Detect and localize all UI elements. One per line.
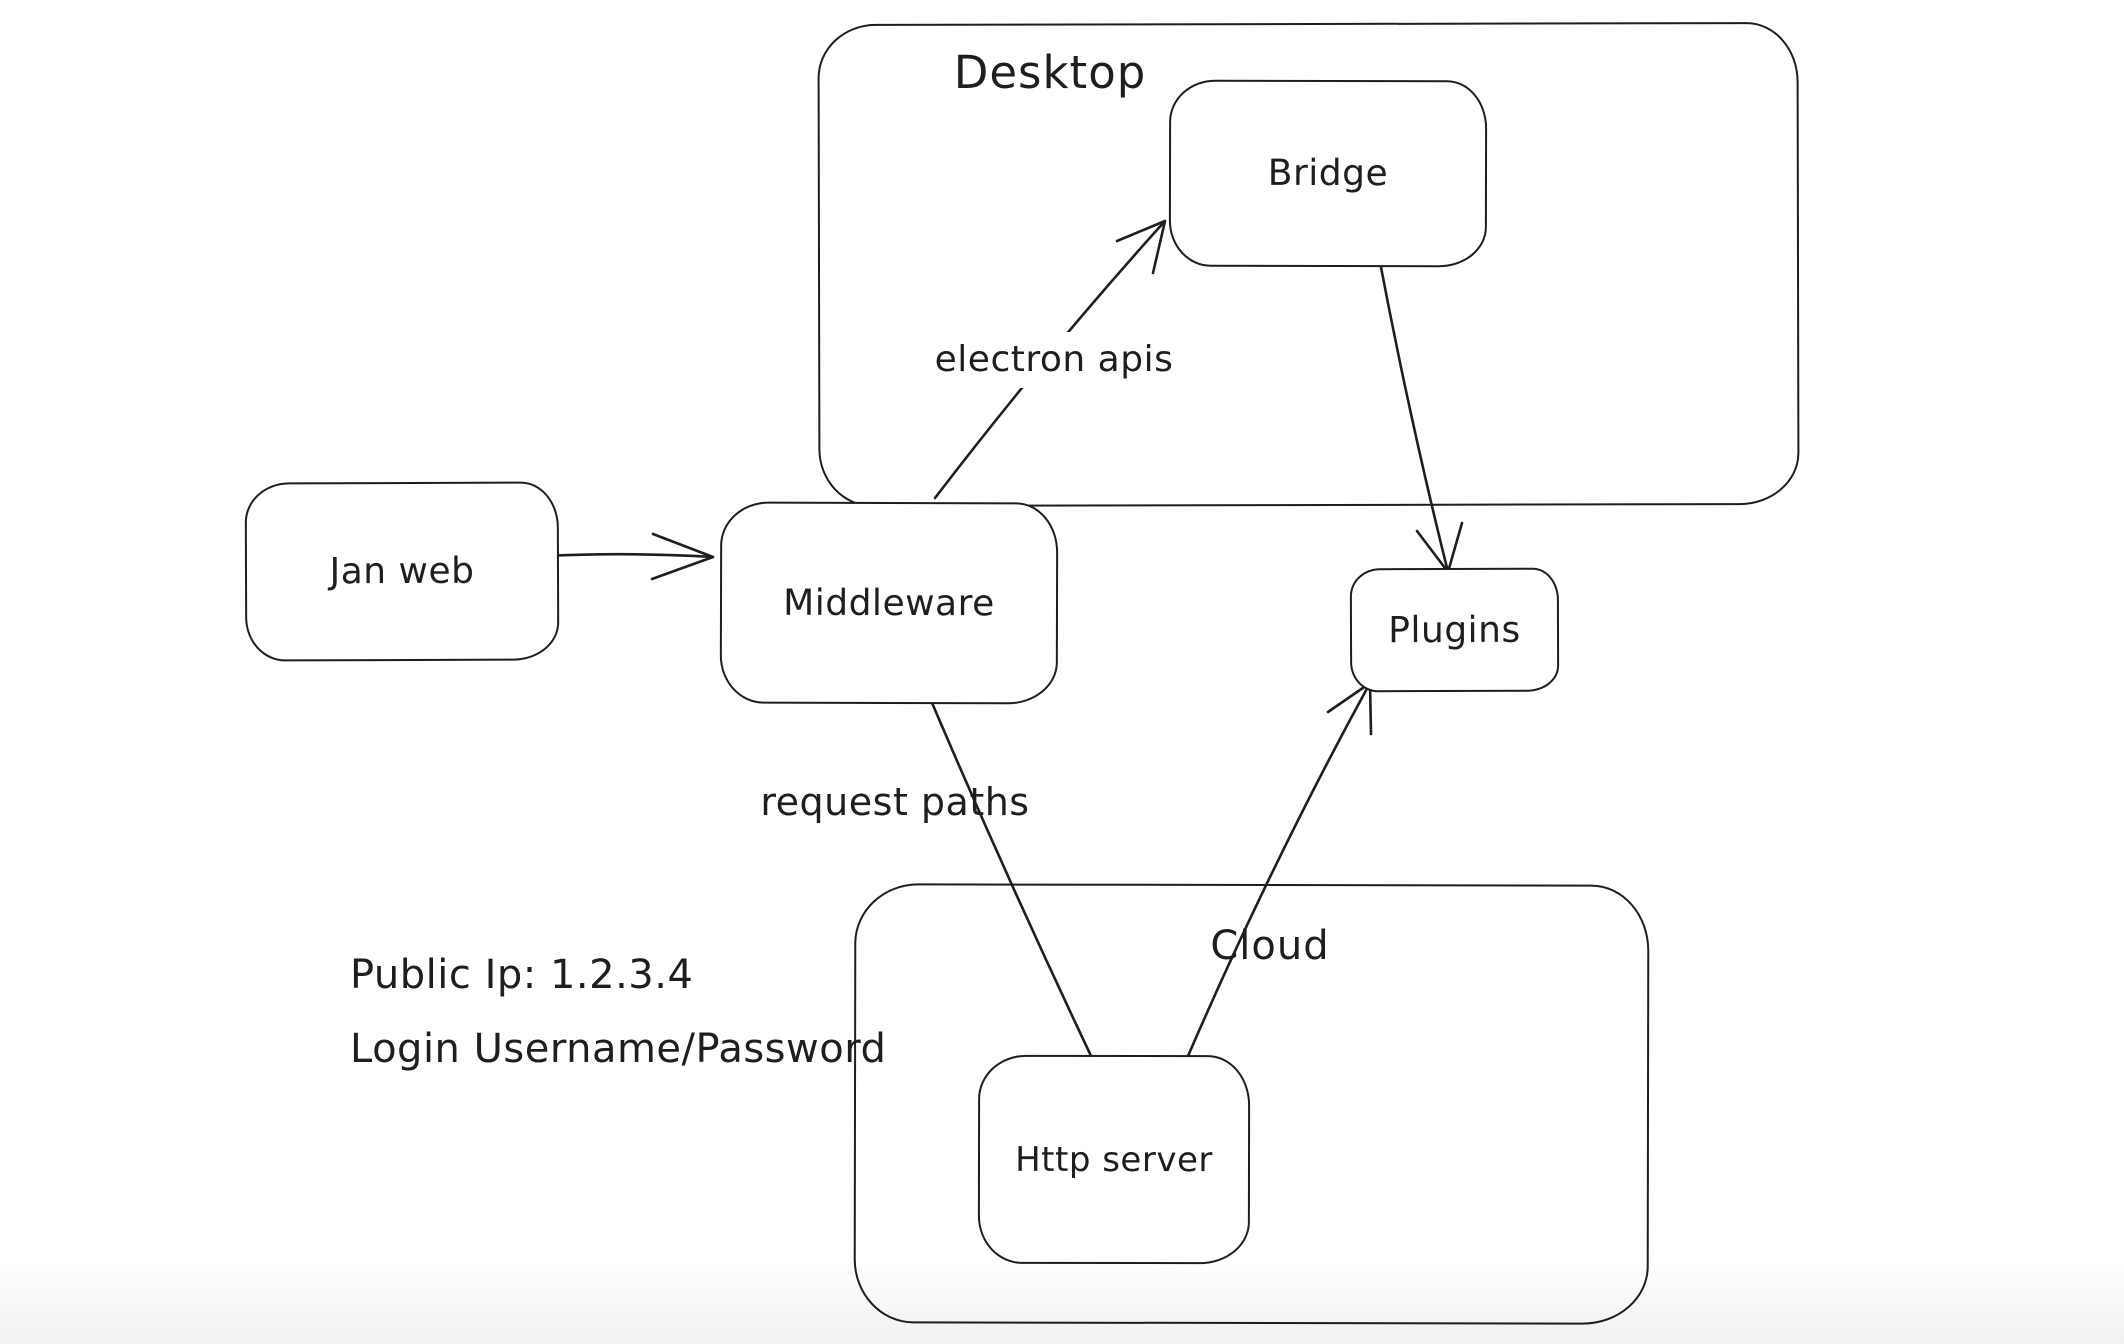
- arrowhead-icon: [1326, 681, 1373, 736]
- annotation-line-login: Login Username/Password: [350, 1026, 887, 1072]
- arrow-line: [544, 552, 715, 559]
- http-server-node[interactable]: Http server: [977, 1054, 1251, 1265]
- jan-web-label: Jan web: [329, 550, 475, 593]
- connector-janweb-to-middleware[interactable]: [544, 532, 715, 581]
- arrowhead-icon: [1415, 521, 1464, 574]
- middleware-node[interactable]: Middleware: [719, 501, 1059, 705]
- plugins-node[interactable]: Plugins: [1349, 567, 1560, 693]
- bridge-node[interactable]: Bridge: [1168, 79, 1488, 268]
- plugins-label: Plugins: [1388, 609, 1521, 651]
- annotation-line-public-ip: Public Ip: 1.2.3.4: [350, 952, 694, 998]
- http-server-label: Http server: [1015, 1139, 1213, 1180]
- edge-label-electron-apis[interactable]: electron apis: [919, 332, 1189, 388]
- middleware-label: Middleware: [783, 582, 995, 624]
- jan-web-node[interactable]: Jan web: [244, 481, 560, 662]
- cloud-container-label[interactable]: Cloud: [1210, 923, 1330, 969]
- arrowhead-icon: [650, 532, 715, 581]
- desktop-container-label[interactable]: Desktop: [953, 46, 1147, 99]
- annotation-public-ip-login[interactable]: Public Ip: 1.2.3.4 Login Username/Passwo…: [350, 938, 886, 1086]
- bridge-label: Bridge: [1267, 152, 1389, 195]
- edge-label-request-paths[interactable]: request paths: [760, 780, 1030, 824]
